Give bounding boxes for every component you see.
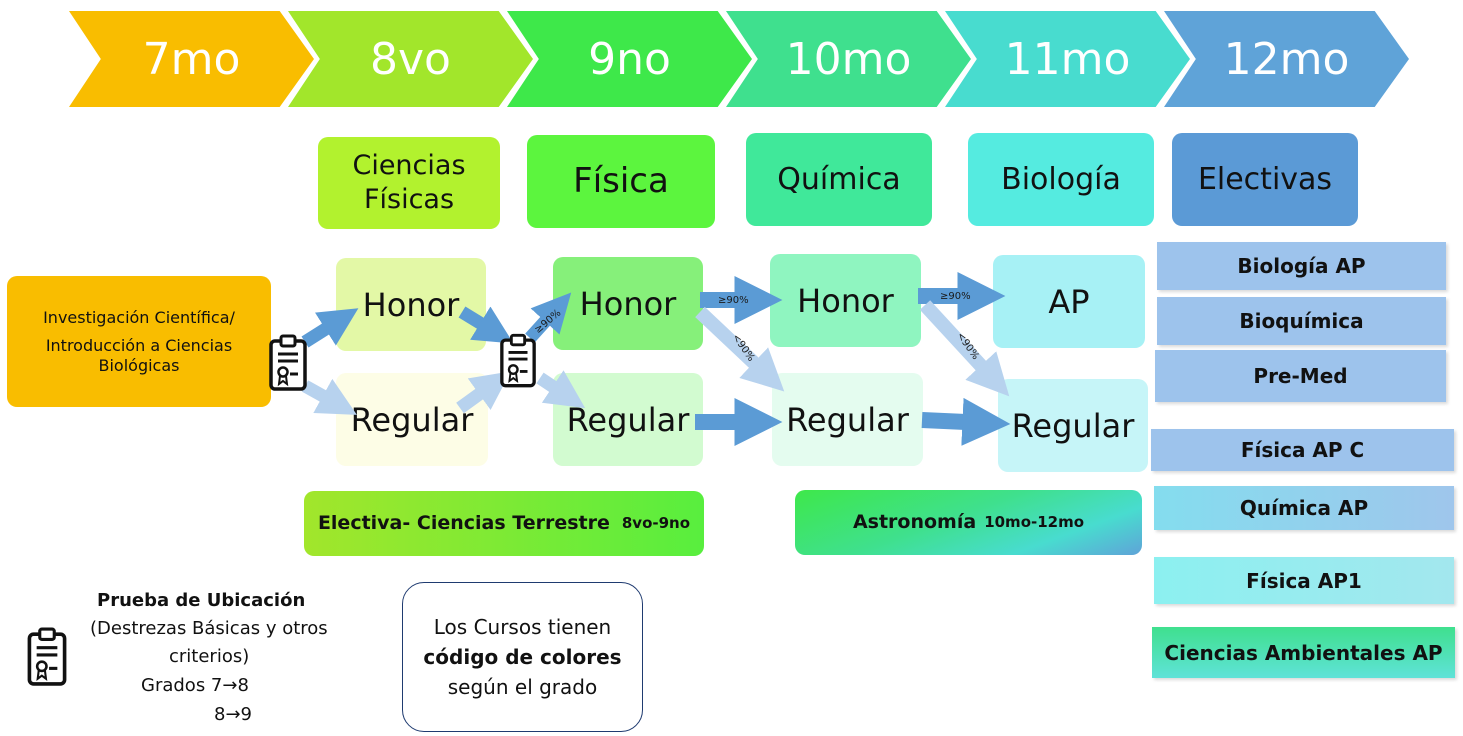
subject-fisica: Física	[527, 135, 715, 228]
elective-biologia-ap-label: Biología AP	[1237, 254, 1366, 278]
grade-9-chevron: 9no	[507, 11, 752, 107]
honor-10-label: Honor	[797, 281, 894, 320]
earth-science-name: Electiva- Ciencias Terrestre	[317, 511, 610, 534]
regular-8-box: Regular	[336, 373, 488, 466]
honor-10-box: Honor	[770, 254, 921, 347]
elective-fisica-ap1: Física AP1	[1154, 557, 1454, 604]
start-course-box: Investigación Científica/ Introducción a…	[7, 276, 271, 407]
color-code-note: Los Cursos tienen código de colores segú…	[402, 582, 643, 732]
astronomy-name: Astronomía	[852, 510, 977, 533]
grade-8-label: 8vo	[370, 33, 451, 85]
elective-quimica-ap: Química AP	[1154, 486, 1454, 530]
subject-fisica-label: Física	[573, 161, 669, 202]
grade-10-label: 10mo	[785, 33, 912, 85]
earth-science-grades: 8vo-9no	[621, 514, 691, 533]
threshold-ge90-10-11: ≥90%	[940, 291, 971, 302]
honor-9-label: Honor	[579, 284, 677, 323]
regular-11-box: Regular	[998, 379, 1148, 472]
elective-bioquimica: Bioquímica	[1157, 297, 1446, 345]
grade-8-chevron: 8vo	[288, 11, 533, 107]
arrow-regular-10-to-regular-11	[921, 397, 1011, 446]
elective-pre-med-label: Pre-Med	[1253, 364, 1348, 388]
subject-electivas-label: Electivas	[1197, 161, 1333, 197]
subject-electivas: Electivas	[1172, 133, 1358, 226]
legend-line4: 8→9	[214, 704, 252, 725]
start-course-line1: Investigación Científica/	[43, 307, 235, 327]
grade-7-label: 7mo	[142, 33, 241, 85]
regular-9-box: Regular	[553, 373, 703, 466]
honor-8-label: Honor	[362, 285, 460, 324]
regular-9-label: Regular	[566, 400, 690, 439]
arrow-honor-10-to-regular-11	[919, 300, 1010, 397]
subject-quimica-label: Química	[777, 161, 901, 197]
astronomy-grades: 10mo-12mo	[984, 513, 1085, 532]
elective-fisica-ap-c: Física AP C	[1151, 429, 1454, 471]
subject-ciencias-fisicas: Ciencias Físicas	[318, 137, 500, 229]
grade-11-chevron: 11mo	[945, 11, 1190, 107]
legend-title: Prueba de Ubicación	[97, 590, 306, 611]
placement-test-icon-2	[500, 333, 536, 388]
subject-ciencias-fisicas-label: Ciencias Físicas	[352, 150, 466, 215]
legend-line1: (Destrezas Básicas y otros	[90, 618, 328, 639]
ap-11-label: AP	[1048, 282, 1090, 321]
elective-bioquimica-label: Bioquímica	[1239, 309, 1364, 333]
elective-ciencias-ambientales-ap-label: Ciencias Ambientales AP	[1164, 640, 1443, 665]
threshold-lt90-10-11: <90%	[954, 330, 981, 361]
elective-ciencias-ambientales-ap: Ciencias Ambientales AP	[1152, 627, 1455, 678]
elective-quimica-ap-label: Química AP	[1239, 496, 1369, 520]
legend-placement-test-icon	[27, 627, 67, 686]
color-note-line3: según el grado	[447, 675, 598, 699]
grade-10-chevron: 10mo	[726, 11, 971, 107]
grade-12-chevron: 12mo	[1164, 11, 1409, 107]
start-course-line3: Biológicas	[98, 355, 180, 375]
earth-science-box: Electiva- Ciencias Terrestre 8vo-9no	[304, 491, 704, 556]
subject-biologia: Biología	[968, 133, 1154, 226]
legend-line2: criterios)	[169, 646, 250, 667]
astronomy-box: Astronomía 10mo-12mo	[795, 490, 1142, 555]
threshold-lt90-9-10: <90%	[730, 332, 757, 363]
elective-fisica-ap-c-label: Física AP C	[1240, 438, 1365, 462]
legend-line3: Grados 7→8	[141, 675, 249, 696]
color-note-line2: código de colores	[423, 645, 622, 669]
honor-9-box: Honor	[553, 257, 703, 350]
regular-11-label: Regular	[1011, 406, 1135, 445]
grade-12-label: 12mo	[1223, 33, 1350, 85]
start-course-line2: Introducción a Ciencias	[45, 335, 233, 355]
regular-8-label: Regular	[350, 400, 474, 439]
grade-9-label: 9no	[588, 33, 671, 85]
ap-11-box: AP	[993, 255, 1145, 348]
subject-quimica: Química	[746, 133, 932, 226]
grade-7-chevron: 7mo	[69, 11, 314, 107]
regular-10-label: Regular	[786, 400, 909, 439]
placement-test-icon-1	[269, 334, 307, 391]
elective-pre-med: Pre-Med	[1155, 350, 1446, 402]
elective-biologia-ap: Biología AP	[1157, 242, 1446, 290]
honor-8-box: Honor	[336, 258, 486, 351]
color-note-line1: Los Cursos tienen	[433, 615, 612, 639]
elective-fisica-ap1-label: Física AP1	[1246, 568, 1362, 593]
grade-11-label: 11mo	[1004, 33, 1131, 85]
subject-biologia-label: Biología	[1001, 161, 1121, 197]
arrow-honor-9-to-regular-10	[695, 306, 785, 392]
regular-10-box: Regular	[772, 373, 923, 466]
threshold-ge90-9-10: ≥90%	[718, 295, 749, 306]
